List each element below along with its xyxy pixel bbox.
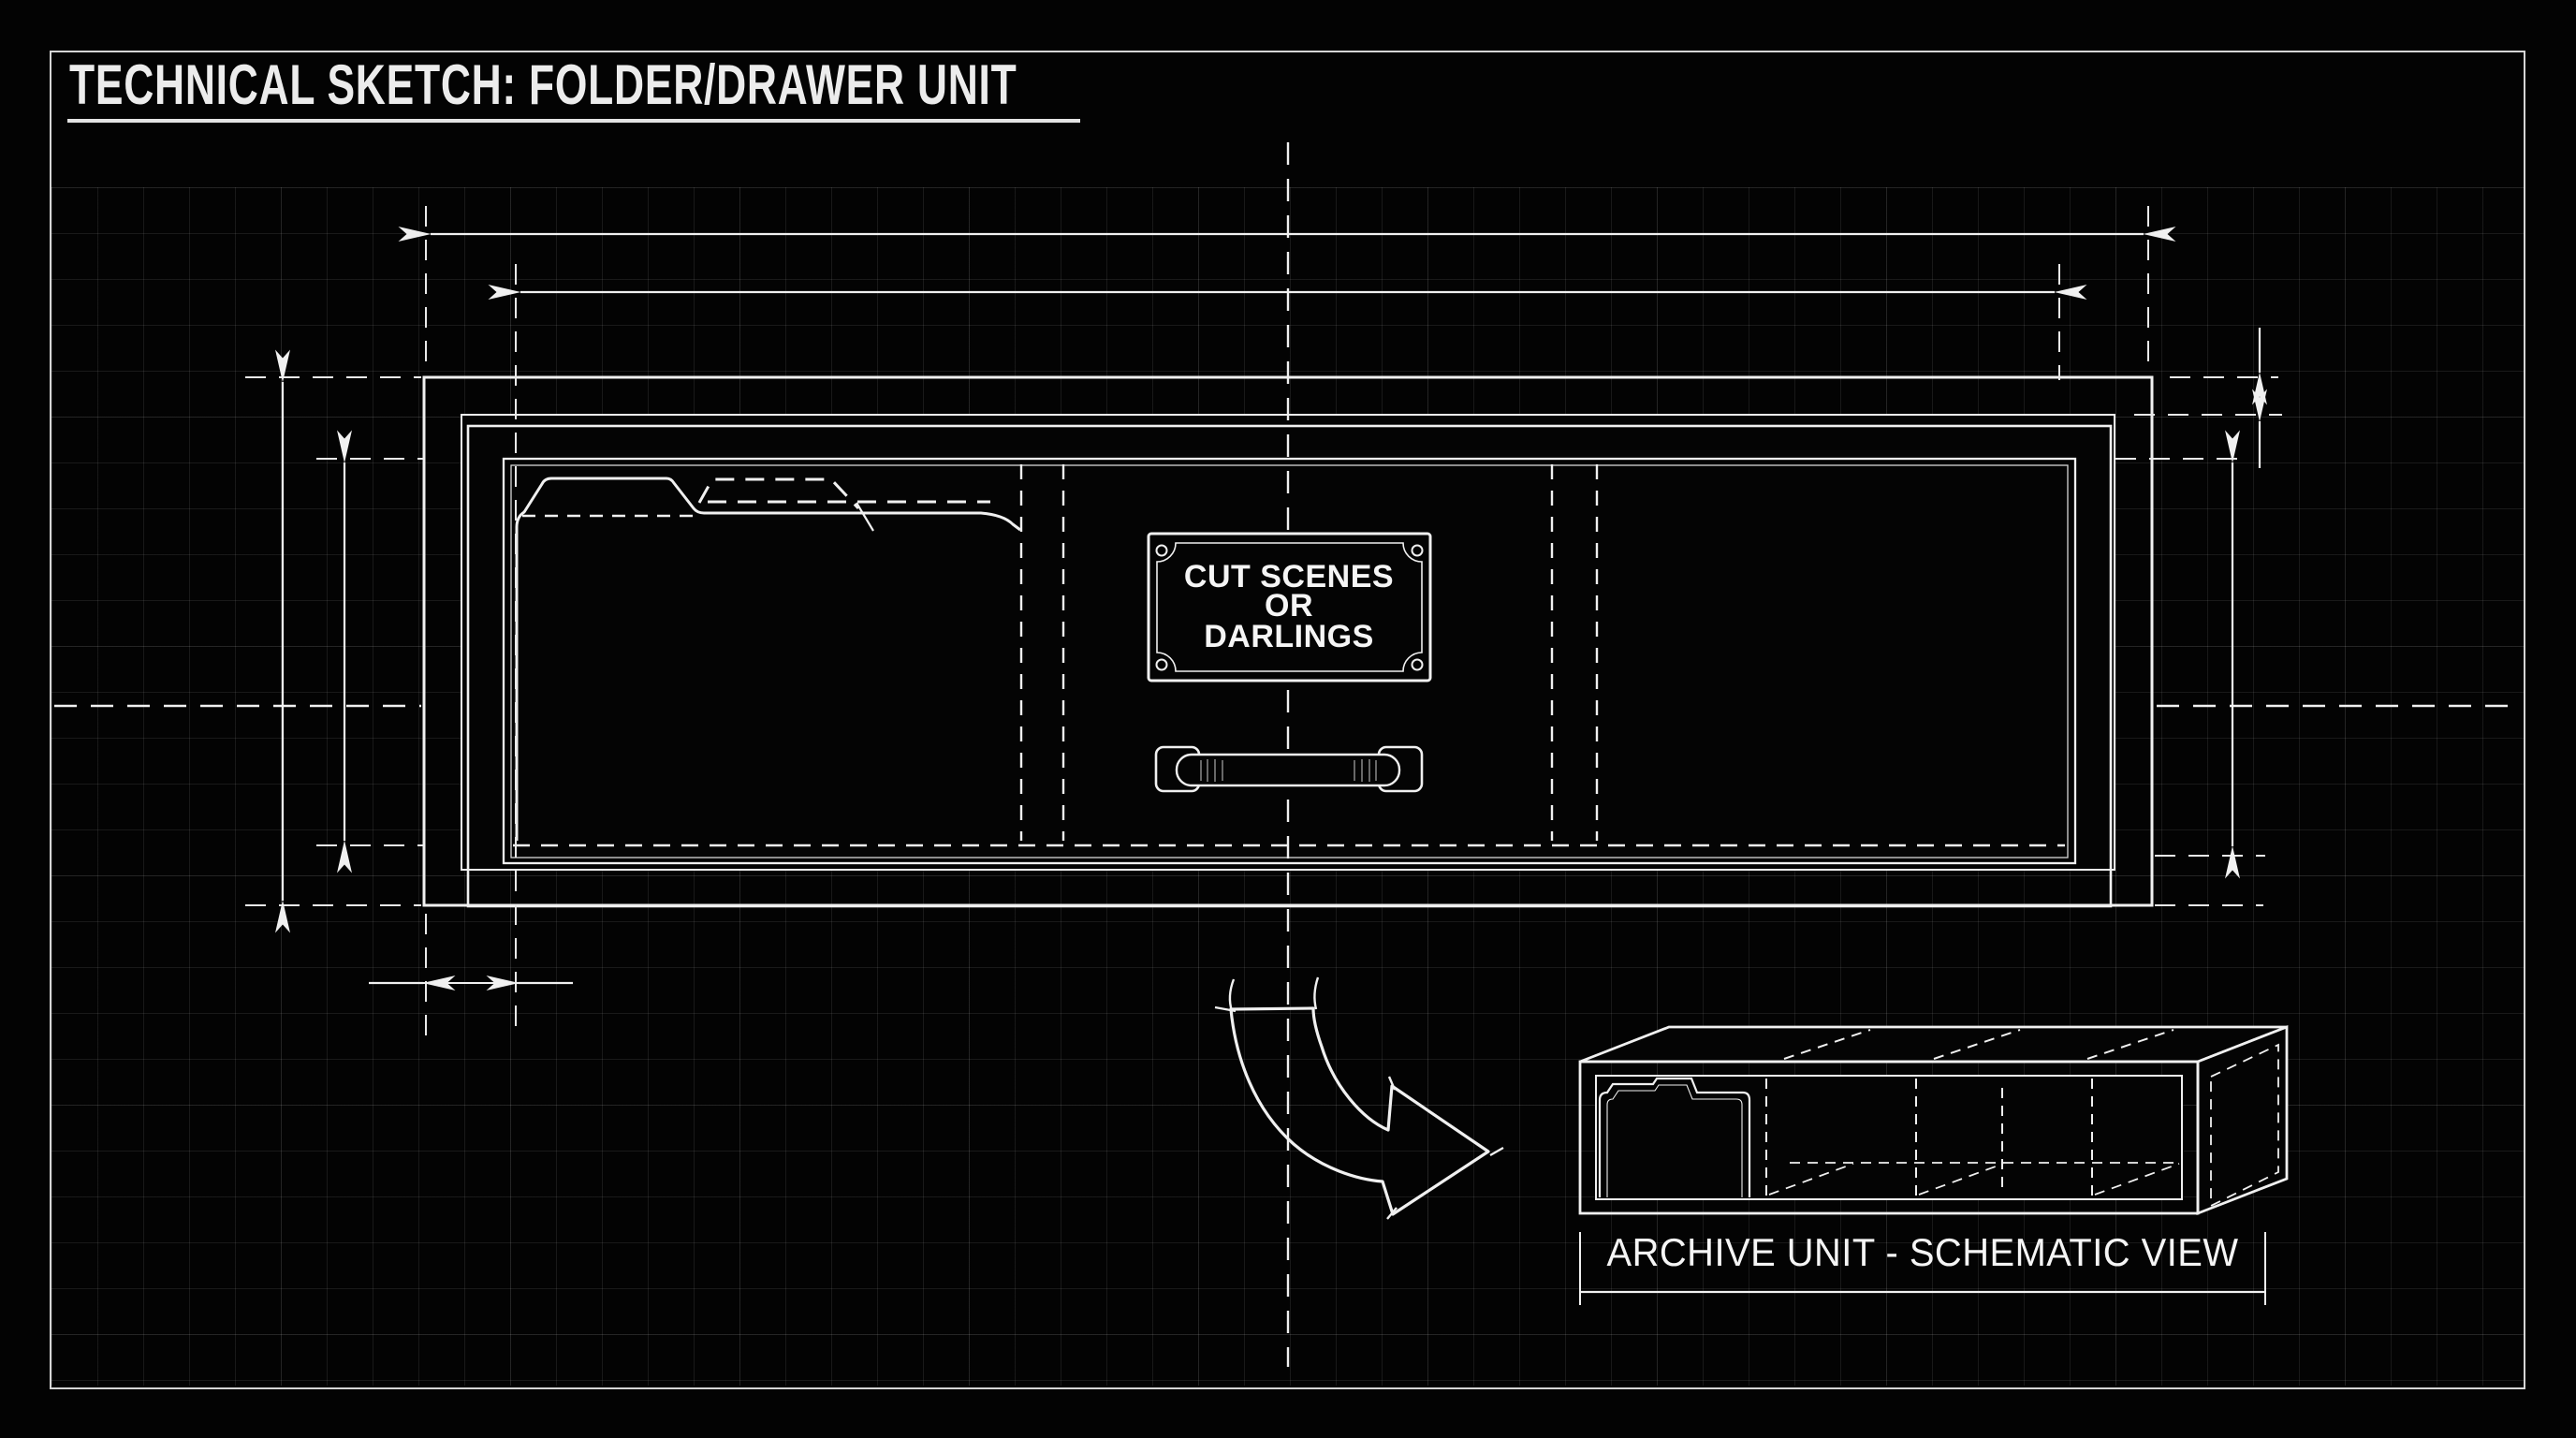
iso-archive-unit: ARCHIVE UNIT - SCHEMATIC VIEW — [1578, 1024, 2289, 1305]
iso-top-face — [1579, 1025, 2288, 1064]
iso-dividers — [1765, 1029, 2174, 1198]
plate-screw-icon — [1155, 544, 1168, 557]
handle-bar — [1175, 753, 1401, 787]
plate-outer-border — [1147, 532, 1432, 682]
folder-back-slope — [856, 502, 874, 532]
iso-hidden-interior-lines — [1768, 1043, 2279, 1208]
folders — [515, 477, 1021, 841]
dimension-lines — [275, 227, 2267, 990]
curved-arrow-body — [1229, 1006, 1490, 1216]
curved-arrow-sketch-ticks — [1214, 976, 1504, 1220]
folder-front-outline — [515, 477, 1021, 841]
curved-arrow — [1214, 976, 1504, 1220]
iso-front-opening — [1595, 1075, 2183, 1200]
drawer-front — [466, 424, 2113, 908]
iso-folder-outline — [1598, 1077, 1751, 1197]
drawer-handle — [1154, 745, 1424, 793]
title-underline — [67, 119, 1080, 123]
iso-caption: ARCHIVE UNIT - SCHEMATIC VIEW — [1607, 1230, 2239, 1274]
plate-screw-icon — [1411, 544, 1424, 557]
label-plate: CUT SCENES OR DARLINGS — [1147, 532, 1432, 682]
iso-front-frame — [1578, 1060, 2200, 1215]
folder-back-tab-dashed — [697, 477, 860, 510]
plate-text-line3: DARLINGS — [1204, 619, 1374, 654]
page-border — [50, 51, 2525, 1389]
plate-screw-icon — [1411, 658, 1424, 671]
handle-shading — [1200, 759, 1377, 782]
plate-inner-border — [1156, 542, 1423, 672]
plate-text-line2: OR — [1265, 588, 1313, 624]
drawer-dividers — [513, 464, 2065, 847]
centerlines — [54, 142, 2520, 1367]
page-title: TECHNICAL SKETCH: FOLDER/DRAWER UNIT — [69, 53, 1017, 116]
plate-screw-icon — [1155, 658, 1168, 671]
plate-text-line1: CUT SCENES — [1184, 559, 1394, 594]
extension-lines — [245, 206, 2282, 1037]
iso-folder-inner-line — [1606, 1084, 1743, 1197]
drawer-inner-panel-line — [510, 464, 2069, 858]
